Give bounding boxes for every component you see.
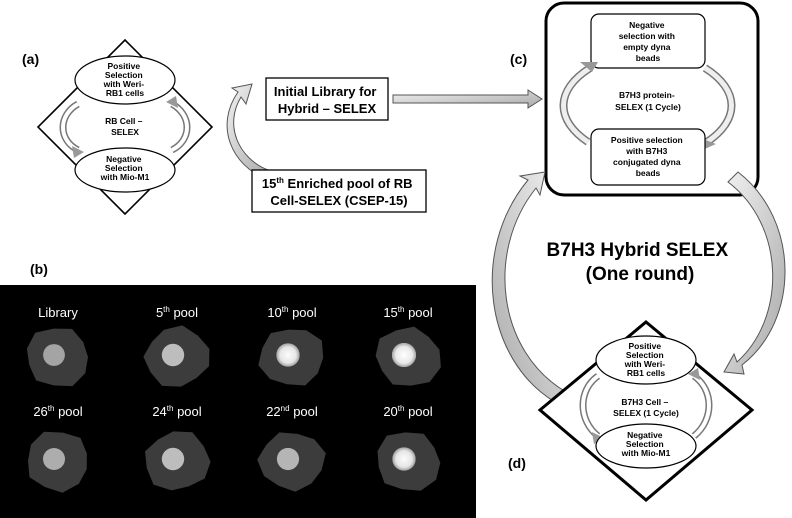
panel-a-positive-text: Positive Selection with Weri- RB1 cells xyxy=(103,61,147,98)
pool-label: 5th pool xyxy=(156,305,198,320)
pool-spot-glow xyxy=(392,447,416,471)
pool-label: Library xyxy=(38,305,78,320)
enriched-pool-text: 15th Enriched pool of RB Cell-SELEX (CSE… xyxy=(262,176,416,208)
panel-label-b: (b) xyxy=(30,261,48,277)
panel-c-negative-selection xyxy=(590,13,706,69)
pool-spot-signal xyxy=(161,447,185,471)
panel-b-pool-images: Library 5th pool 10th pool 15th pool 26th p… xyxy=(0,285,476,518)
panel-a-center-text: RB Cell – SELEX xyxy=(105,116,145,137)
pool-spot-signal xyxy=(43,448,65,470)
curved-arrow-enriched-to-library xyxy=(226,83,269,181)
panel-d-b7h3-cell-selex: Positive Selection with Weri- RB1 cells … xyxy=(537,320,755,502)
arrow-protein-to-cell-selex xyxy=(723,171,786,375)
panel-c-positive-text: Positive selection with B7H3 conjugated … xyxy=(611,135,685,178)
pool-label: 15th pool xyxy=(383,305,432,320)
pool-spot-glow xyxy=(276,343,300,367)
panel-d-center-text: B7H3 Cell – SELEX (1 Cycle) xyxy=(613,397,679,418)
panel-a-negative-text: Negative Selection with Mio-M1 xyxy=(100,154,150,182)
pool-spot-glow xyxy=(392,343,416,367)
hybrid-selex-title: B7H3 Hybrid SELEX (One round) xyxy=(547,240,734,285)
enriched-pool-box xyxy=(251,169,427,213)
panel-c-positive-selection xyxy=(590,128,706,186)
pool-spot-signal xyxy=(161,343,185,367)
initial-library-text: Initial Library for Hybrid – SELEX xyxy=(274,84,380,116)
panel-label-d: (d) xyxy=(508,455,526,471)
panel-d-negative-text: Negative Selection with Mio-M1 xyxy=(621,430,671,458)
panel-label-a: (a) xyxy=(22,51,39,67)
panel-label-c: (c) xyxy=(510,51,527,67)
initial-library-box xyxy=(265,77,389,121)
arrow-cell-to-protein-selex xyxy=(491,171,567,403)
pool-label: 26th pool xyxy=(33,404,82,419)
arrow-library-to-protein-selex xyxy=(392,89,543,109)
panel-d-positive-selection xyxy=(595,335,697,385)
panel-a-rb-cell-selex: Positive Selection with Weri- RB1 cells … xyxy=(36,38,214,216)
panel-a-positive-selection xyxy=(74,55,176,105)
panel-d-negative-selection xyxy=(595,423,697,469)
panel-d-positive-text: Positive Selection with Weri- RB1 cells xyxy=(624,341,668,378)
pool-label: 24th pool xyxy=(152,404,201,419)
pool-label: 20th pool xyxy=(383,404,432,419)
pool-spot-signal xyxy=(276,447,300,471)
pool-label: 10th pool xyxy=(267,305,316,320)
panel-c-center-text: B7H3 protein- SELEX (1 Cycle) xyxy=(615,90,681,112)
pool-spot-signal xyxy=(43,344,65,366)
panel-c-protein-selex: Negative selection with empty dyna beads… xyxy=(544,1,760,197)
pool-label: 22nd pool xyxy=(266,404,318,419)
panel-a-negative-selection xyxy=(74,147,176,193)
panel-c-negative-text: Negative selection with empty dyna beads xyxy=(619,20,678,63)
